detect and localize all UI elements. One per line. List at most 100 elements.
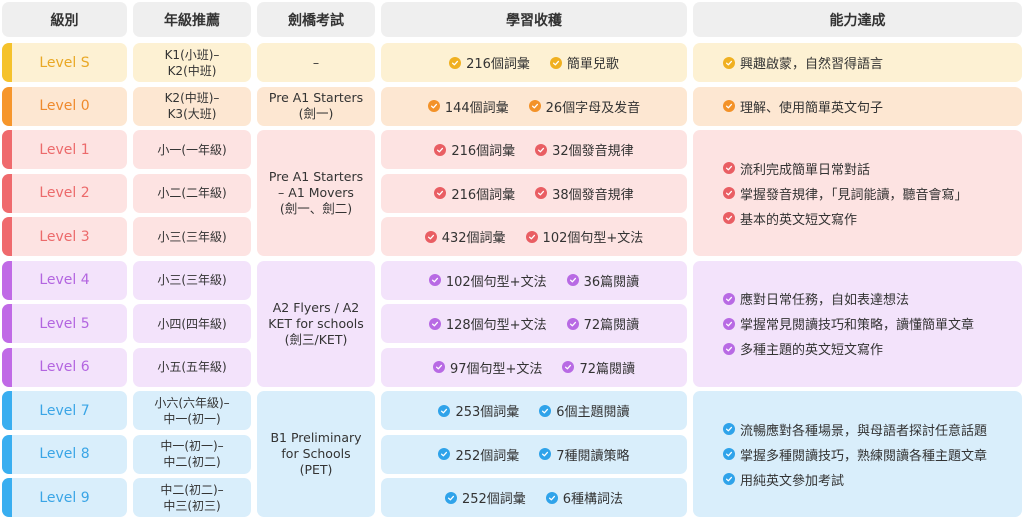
check-circle-icon [428, 317, 441, 330]
learning-item-text: 253個詞彙 [455, 405, 520, 420]
ability-item-text: 掌握常見閱讀技巧和策略，讀懂簡單文章 [740, 318, 975, 333]
learning-item-text: 72篇閱讀 [583, 318, 640, 333]
header-label: 年級推薦 [164, 12, 220, 29]
check-circle-icon [723, 56, 735, 69]
cambridge-exam-cell: Pre A1 Starters – A1 Movers (劍一、劍二) [257, 130, 375, 256]
check-circle-icon [535, 187, 548, 199]
level-label: Level 8 [39, 446, 90, 462]
level-cell: Level 9 [2, 478, 127, 517]
check-circle-icon [449, 56, 462, 69]
check-circle-icon [545, 491, 558, 504]
level-accent-bar [2, 391, 12, 430]
level-cell: Level 7 [2, 391, 127, 430]
ability-item: 興趣啟蒙，自然習得語言 [723, 53, 883, 72]
header-level: 級別 [2, 2, 127, 37]
level-cell: Level 8 [2, 434, 127, 474]
grade-cell: K2(中班)– K3(大班) [133, 86, 251, 126]
grade-cell: 中一(初一)– 中二(初二) [133, 434, 251, 474]
grade-label: K2(中班)– K3(大班) [164, 91, 220, 121]
learning-item-text: 97個句型+文法 [450, 361, 543, 377]
learning-item-text: 252個詞彙 [455, 448, 520, 464]
learning-item: 簡單兒歌 [549, 53, 619, 72]
cambridge-exam-label: B1 Preliminary for Schools (PET) [270, 430, 362, 477]
learning-item-text: 簡單兒歌 [566, 57, 619, 72]
check-circle-icon [539, 448, 552, 460]
level-accent-bar [2, 304, 12, 343]
check-circle-icon [723, 317, 735, 330]
ability-item: 用純英文參加考試 [723, 470, 844, 489]
header-label: 劍橋考試 [288, 12, 344, 29]
learning-item-text: 102個句型+文法 [542, 231, 644, 246]
check-circle-icon [438, 448, 451, 460]
level-cell: Level S [2, 43, 127, 82]
check-circle-icon [723, 187, 735, 199]
header-label: 學習收穫 [506, 12, 562, 29]
check-circle-icon [427, 100, 440, 112]
check-circle-icon [528, 100, 541, 112]
cambridge-exam-cell: – [257, 43, 375, 82]
level-label: Level 0 [39, 98, 90, 114]
check-circle-icon [723, 162, 735, 174]
grade-cell: K1(小班)– K2(中班) [133, 43, 251, 82]
learning-item-text: 252個詞彙 [461, 492, 526, 507]
learning-item: 252個詞彙 [444, 488, 526, 507]
header-label: 能力達成 [829, 12, 886, 29]
grade-cell: 小三(三年級) [133, 217, 251, 256]
level-cell: Level 4 [2, 260, 127, 300]
grade-cell: 小六(六年級)– 中一(初一) [133, 391, 251, 430]
ability-item: 流暢應對各種場景，與母語者探討任意話題 [723, 420, 987, 439]
ability-cell: 興趣啟蒙，自然習得語言 [693, 43, 1022, 82]
check-circle-icon [444, 491, 457, 504]
ability-item-text: 掌握發音規律，「見詞能讀，聽音會寫」 [740, 187, 968, 203]
cambridge-exam-cell: Pre A1 Starters (劍一) [257, 86, 375, 126]
check-circle-icon [723, 423, 735, 435]
learning-item: 6種構詞法 [545, 488, 623, 507]
learning-item-text: 6個主題閱讀 [556, 405, 630, 420]
level-accent-bar [2, 173, 12, 213]
level-accent-bar [2, 478, 12, 517]
check-circle-icon [723, 473, 735, 485]
check-circle-icon [549, 56, 562, 69]
check-circle-icon [723, 448, 735, 460]
learning-item: 7種閱讀策略 [539, 445, 630, 464]
learning-item: 216個詞彙 [434, 184, 515, 203]
cambridge-exam-label: A2 Flyers / A2 KET for schools (劍三/KET) [268, 299, 364, 347]
grade-cell: 小二(二年級) [133, 173, 251, 213]
learning-item: 97個句型+文法 [433, 358, 542, 377]
learning-item: 144個詞彙 [427, 97, 509, 116]
learning-cell: 252個詞彙 7種閱讀策略 [381, 434, 687, 474]
level-label: Level S [39, 54, 90, 71]
level-cell: Level 2 [2, 173, 127, 213]
level-accent-bar [2, 347, 12, 387]
ability-item: 基本的英文短文寫作 [723, 209, 857, 228]
grade-label: K1(小班)– K2(中班) [164, 47, 220, 78]
check-circle-icon [433, 361, 445, 373]
ability-item-text: 興趣啟蒙，自然習得語言 [740, 57, 884, 72]
learning-item: 32個發音規律 [535, 140, 634, 159]
level-label: Level 3 [39, 228, 90, 245]
learning-item: 72篇閱讀 [562, 358, 635, 377]
ability-item-text: 用純英文參加考試 [740, 473, 845, 489]
grade-cell: 中二(初二)– 中三(初三) [133, 478, 251, 517]
level-label: Level 5 [39, 315, 90, 332]
level-cell: Level 5 [2, 304, 127, 343]
level-cell: Level 1 [2, 130, 127, 169]
learning-item-text: 144個詞彙 [444, 100, 509, 116]
ability-item-text: 流利完成簡單日常對話 [740, 162, 871, 178]
level-label: Level 4 [39, 272, 90, 288]
level-accent-bar [2, 217, 12, 256]
ability-item: 掌握多種閱讀技巧，熟練閱讀各種主題文章 [723, 445, 987, 464]
ability-item-text: 掌握多種閱讀技巧，熟練閱讀各種主題文章 [740, 448, 988, 464]
level-label: Level 6 [39, 359, 90, 375]
learning-item: 252個詞彙 [438, 445, 519, 464]
learning-item-text: 7種閱讀策略 [556, 448, 630, 464]
learning-item: 253個詞彙 [438, 401, 519, 420]
ability-cell: 流暢應對各種場景，與母語者探討任意話題掌握多種閱讀技巧，熟練閱讀各種主題文章用純… [693, 391, 1022, 517]
learning-item: 102個句型+文法 [428, 271, 547, 290]
ability-item: 應對日常任務，自如表達想法 [723, 289, 909, 308]
level-label: Level 7 [39, 402, 90, 419]
grade-cell: 小一(一年級) [133, 130, 251, 169]
learning-cell: 253個詞彙 6個主題閱讀 [381, 391, 687, 430]
learning-item-text: 72篇閱讀 [579, 361, 635, 377]
